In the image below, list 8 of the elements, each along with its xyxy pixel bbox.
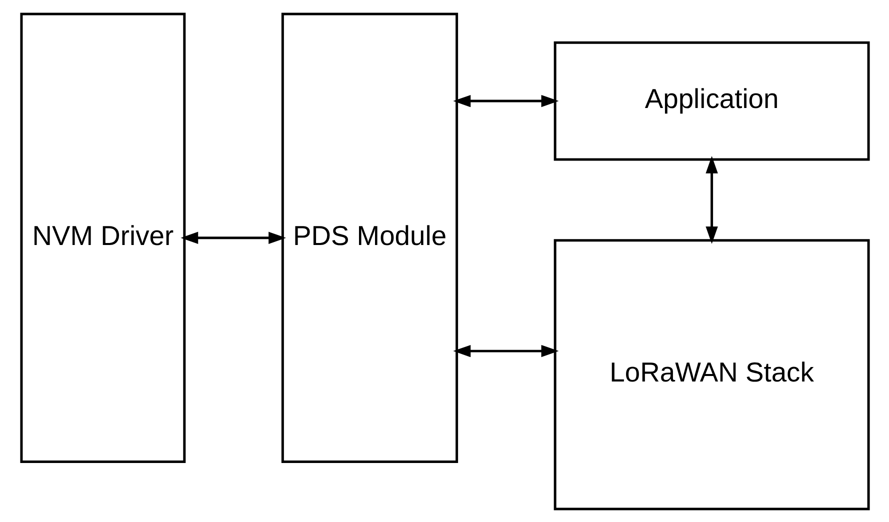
- arrow: [180, 231, 286, 244]
- node-box: PDS Module: [280, 12, 458, 462]
- arrow: [705, 155, 718, 244]
- node-box: LoRaWAN Stack: [553, 238, 870, 510]
- node-box: NVM Driver: [20, 12, 186, 462]
- arrow: [452, 94, 558, 107]
- node-box: Application: [553, 40, 870, 160]
- arrow: [452, 344, 558, 357]
